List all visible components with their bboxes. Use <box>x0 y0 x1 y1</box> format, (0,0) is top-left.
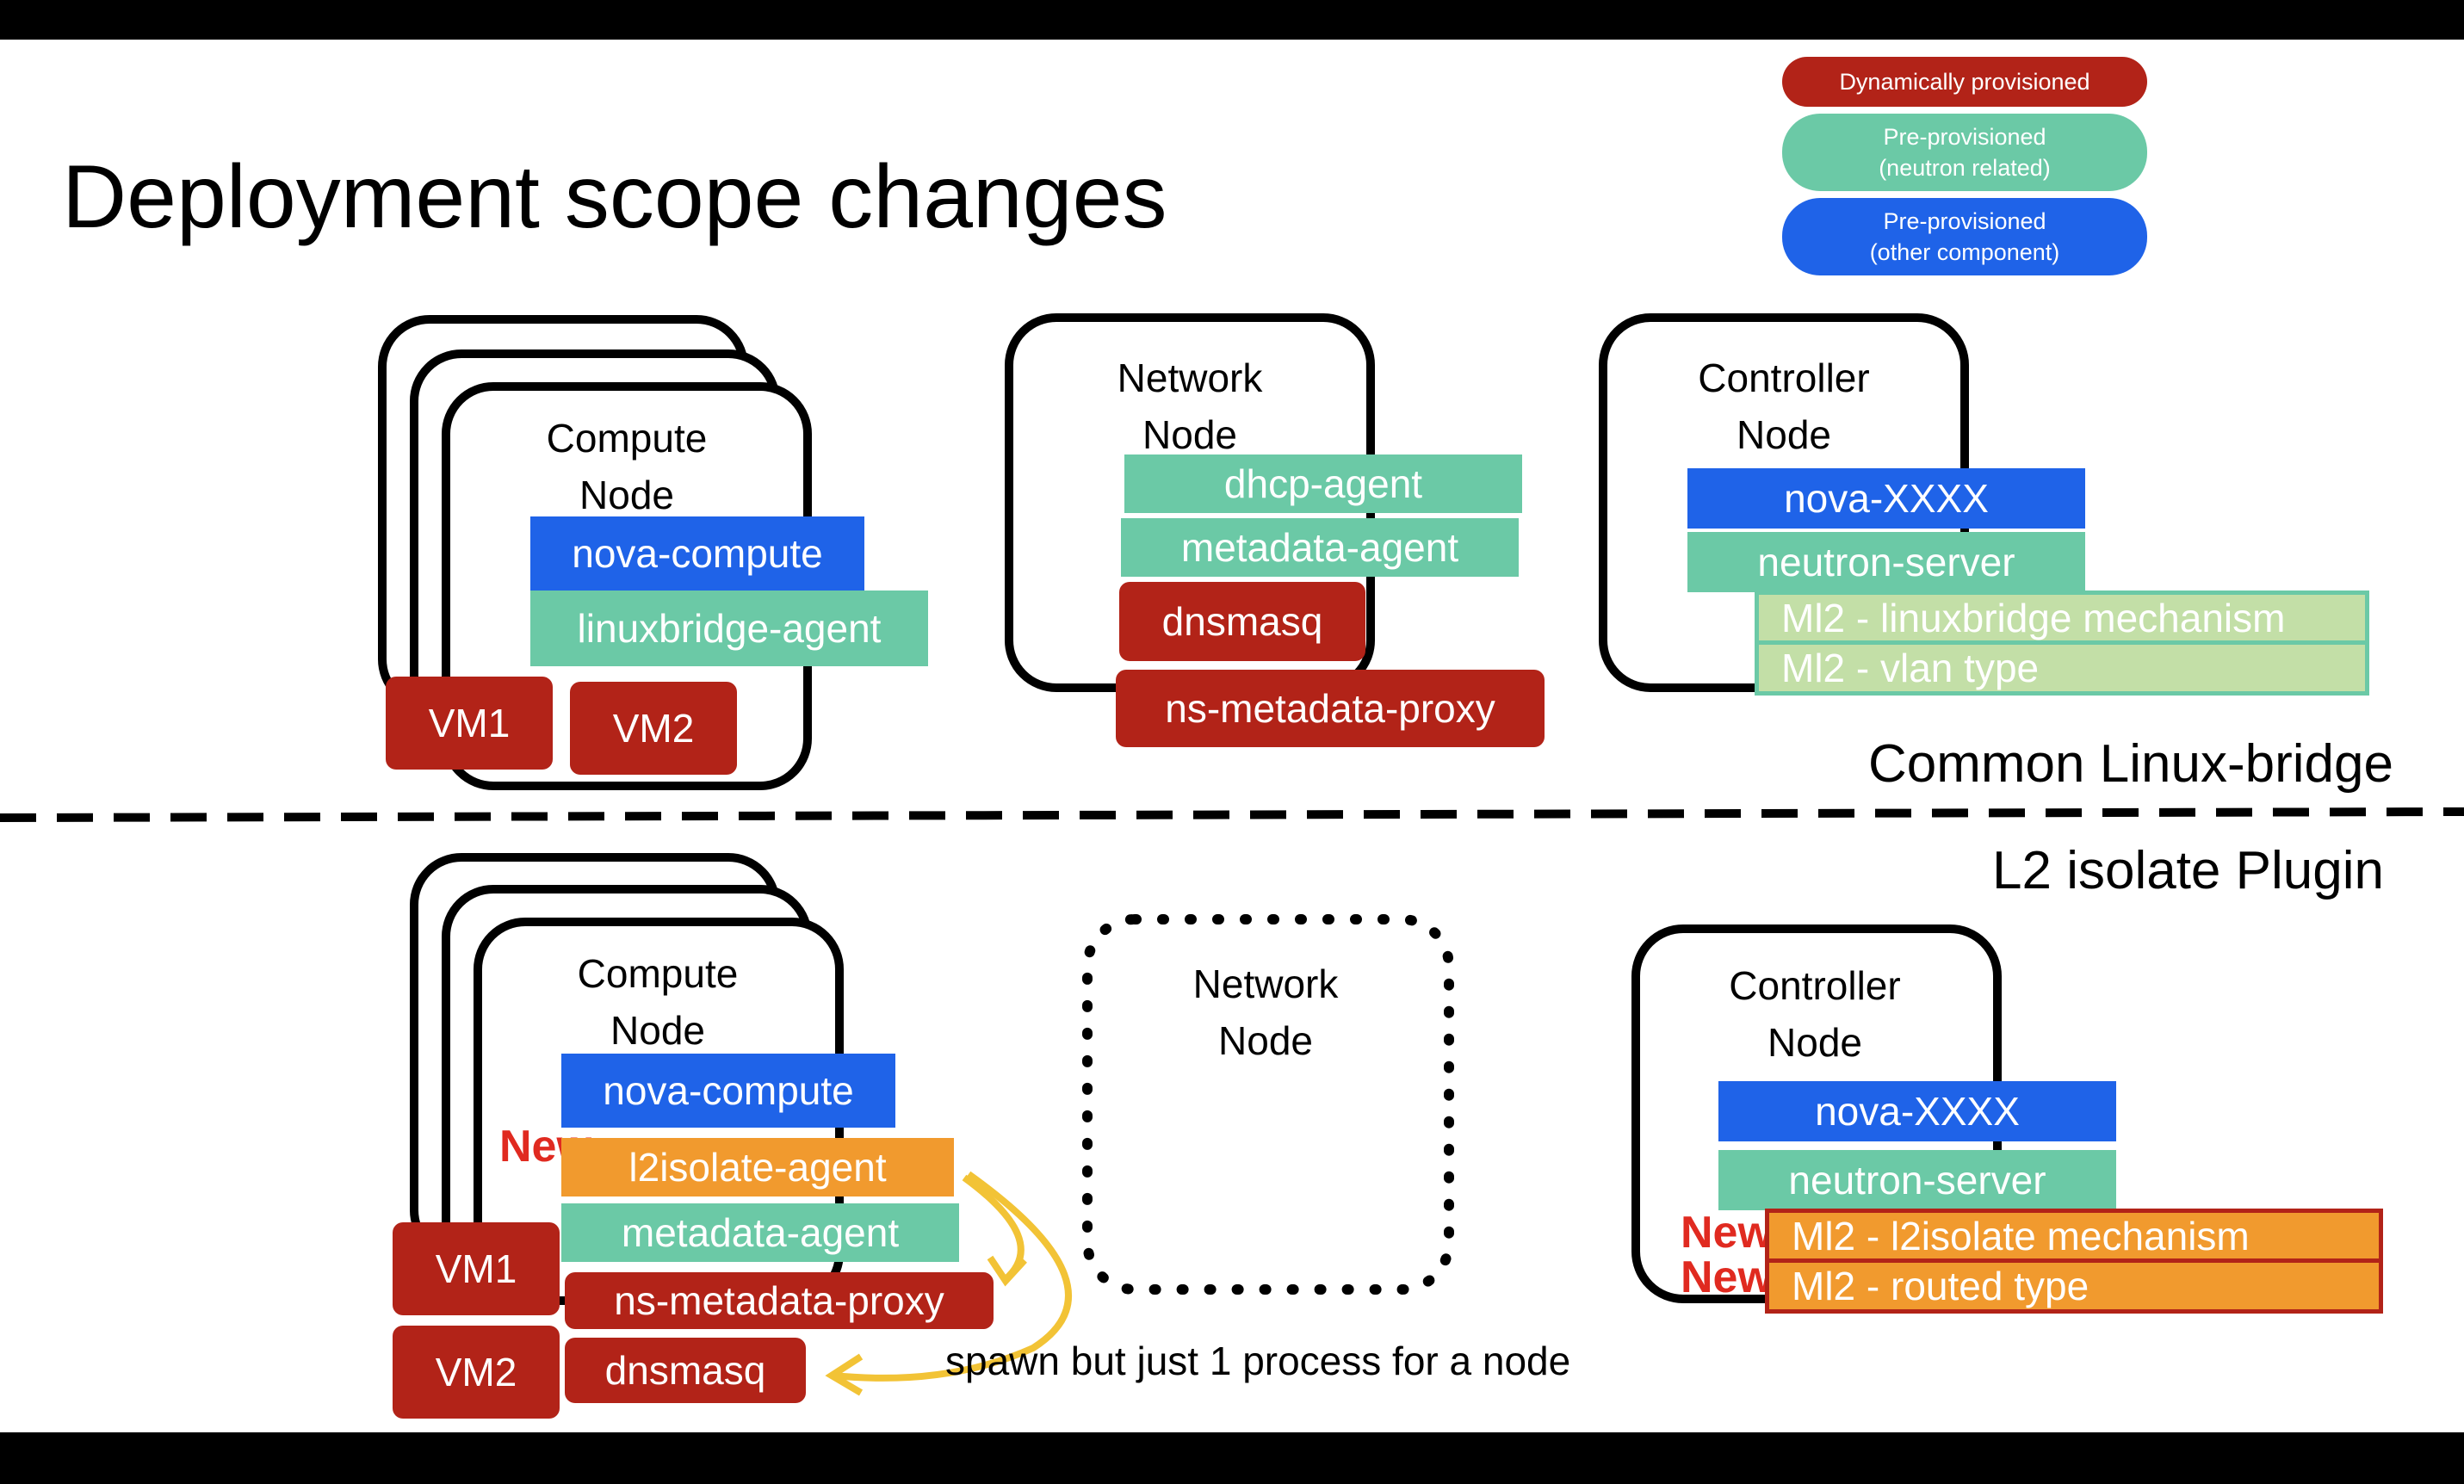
legend-dynamic: Dynamically provisioned <box>1782 57 2147 107</box>
compute-node-label-bottom: Compute Node <box>546 945 770 1059</box>
metadata-agent-box-bottom: metadata-agent <box>561 1203 959 1262</box>
controller-node-label-line1: Controller <box>1698 356 1870 400</box>
metadata-agent-box: metadata-agent <box>1121 518 1519 577</box>
compute-node-label: Compute Node <box>515 410 739 523</box>
network-node-label-line1: Network <box>1117 356 1263 400</box>
legend-pre-neutron-line2: (neutron related) <box>1879 155 2051 181</box>
spawn-arrow-to-dnsmasq <box>833 1171 1072 1382</box>
network-node-label-line2: Node <box>1142 412 1237 457</box>
vm2-box: VM2 <box>570 682 737 775</box>
legend-dynamic-label: Dynamically provisioned <box>1839 69 2090 95</box>
ml2-vlan-type-box: Ml2 - vlan type <box>1755 640 2369 696</box>
compute-node-label-bottom-line1: Compute <box>577 951 739 996</box>
vm2-box-bottom: VM2 <box>393 1326 560 1419</box>
ns-metadata-proxy-box: ns-metadata-proxy <box>1116 670 1545 747</box>
spawn-note: spawn but just 1 process for a node <box>945 1339 1571 1383</box>
section-label-common: Common Linux-bridge <box>1868 734 2393 794</box>
dnsmasq-box-bottom: dnsmasq <box>565 1338 806 1403</box>
l2isolate-agent-box: l2isolate-agent <box>561 1138 954 1196</box>
neutron-server-box-bottom: neutron-server <box>1718 1150 2116 1210</box>
spawn-arrow-to-proxy-head <box>987 1255 1027 1287</box>
compute-node-label-line2: Node <box>579 473 674 517</box>
network-node-outline-dotted <box>1082 914 1454 1295</box>
section-label-l2isolate: L2 isolate Plugin <box>1992 841 2384 900</box>
network-node-label-bottom-line2: Node <box>1218 1018 1313 1063</box>
legend-pre-neutron: Pre-provisioned (neutron related) <box>1782 114 2147 191</box>
compute-node-label-bottom-line2: Node <box>610 1008 705 1053</box>
nova-compute-box-bottom: nova-compute <box>561 1054 895 1128</box>
page-title: Deployment scope changes <box>62 147 1167 247</box>
controller-node-label-bottom-line2: Node <box>1768 1020 1862 1065</box>
legend-pre-other: Pre-provisioned (other component) <box>1782 198 2147 275</box>
nova-xxxx-box-bottom: nova-XXXX <box>1718 1081 2116 1141</box>
controller-node-label-bottom-line1: Controller <box>1729 963 1901 1008</box>
network-node-label: Network Node <box>1078 349 1302 463</box>
ml2-routed-type-box: Ml2 - routed type <box>1765 1258 2383 1314</box>
legend-pre-other-line2: (other component) <box>1869 239 2060 265</box>
nova-xxxx-box: nova-XXXX <box>1687 468 2085 529</box>
network-node-label-bottom-line1: Network <box>1192 962 1339 1006</box>
ml2-linuxbridge-mechanism-box: Ml2 - linuxbridge mechanism <box>1755 591 2369 646</box>
ns-metadata-proxy-box-bottom: ns-metadata-proxy <box>565 1272 994 1329</box>
section-divider <box>0 807 2464 822</box>
legend-pre-neutron-line1: Pre-provisioned <box>1883 124 2046 150</box>
new-tag-ml2-mechanism: New <box>1681 1208 1773 1258</box>
controller-node-label-line2: Node <box>1737 412 1831 457</box>
nova-compute-box: nova-compute <box>530 516 864 591</box>
legend-pre-other-line1: Pre-provisioned <box>1883 208 2046 234</box>
ml2-l2isolate-mechanism-box: Ml2 - l2isolate mechanism <box>1765 1209 2383 1264</box>
slide: Deployment scope changes Dynamically pro… <box>0 40 2464 1432</box>
dnsmasq-box: dnsmasq <box>1119 582 1365 661</box>
spawn-arrow-to-dnsmasq-head <box>825 1353 864 1396</box>
new-tag-ml2-type: New <box>1681 1252 1773 1302</box>
dhcp-agent-box: dhcp-agent <box>1124 454 1522 513</box>
controller-node-label-bottom: Controller Node <box>1703 957 1927 1071</box>
linuxbridge-agent-box: linuxbridge-agent <box>530 591 928 666</box>
vm1-box-bottom: VM1 <box>393 1222 560 1315</box>
neutron-server-box: neutron-server <box>1687 532 2085 592</box>
vm1-box: VM1 <box>386 677 553 770</box>
network-node-label-bottom: Network Node <box>1154 955 1377 1069</box>
controller-node-label: Controller Node <box>1672 349 1896 463</box>
compute-node-label-line1: Compute <box>546 416 708 461</box>
